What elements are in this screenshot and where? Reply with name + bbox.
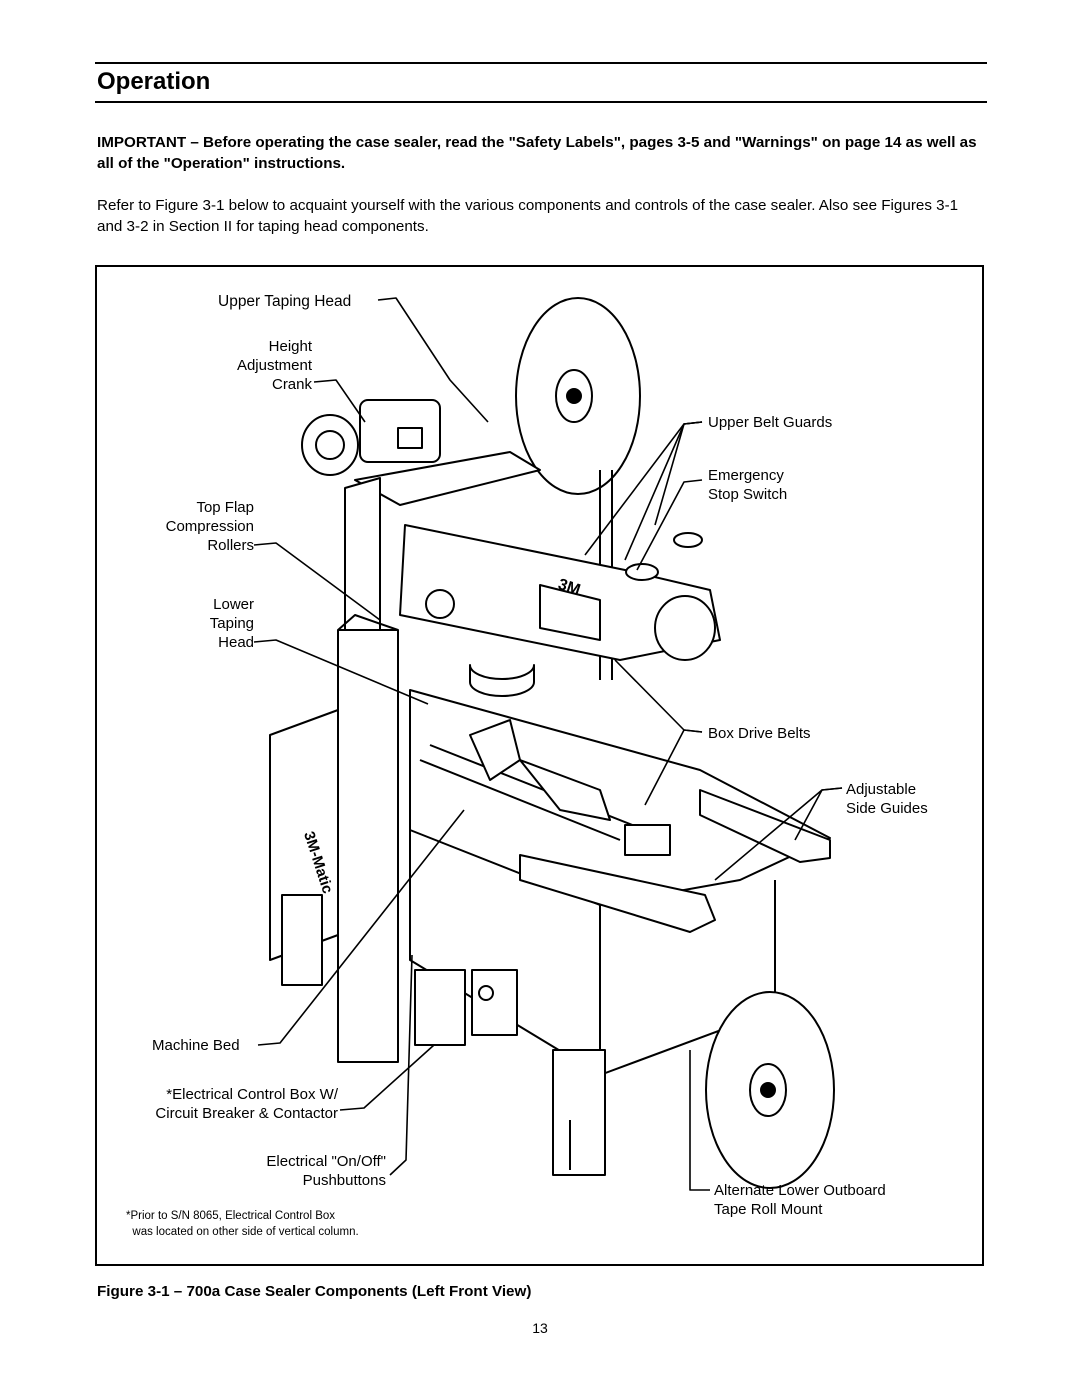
label-alternate-tape-roll-mount: Alternate Lower Outboard Tape Roll Mount: [714, 1182, 886, 1218]
page-number: 13: [532, 1320, 548, 1336]
label-upper-belt-guards: Upper Belt Guards: [708, 414, 833, 431]
lower-taping-head: [469, 719, 611, 821]
footnote-prior-sn: *Prior to S/N 8065, Electrical Control B…: [126, 1210, 359, 1238]
intro-paragraph: Refer to Figure 3-1 below to acquaint yo…: [97, 197, 959, 235]
label-upper-taping-head: Upper Taping Head: [218, 293, 352, 310]
upper-tape-roll: [515, 297, 641, 495]
label-lower-taping-head: Lower Taping Head: [209, 596, 254, 651]
important-notice: IMPORTANT – Before operating the case se…: [97, 134, 977, 172]
motor-housing: [301, 399, 441, 476]
section-title: Operation: [97, 68, 211, 95]
vertical-column: [337, 614, 399, 1063]
left-side-housing: [269, 709, 339, 986]
left-leader-lines: [253, 297, 489, 1176]
label-electrical-control-box: *Electrical Control Box W/ Circuit Break…: [155, 1086, 338, 1122]
label-box-drive-belts: Box Drive Belts: [708, 725, 811, 742]
label-machine-bed: Machine Bed: [152, 1037, 240, 1054]
right-leader-lines: [584, 421, 843, 1191]
figure-caption: Figure 3-1 – 700a Case Sealer Components…: [97, 1283, 532, 1300]
label-electrical-pushbuttons: Electrical "On/Off" Pushbuttons: [266, 1153, 386, 1189]
label-emergency-stop-switch: Emergency Stop Switch: [708, 467, 788, 503]
machine-legs: [552, 1049, 606, 1176]
label-top-flap-compression-rollers: Top Flap Compression Rollers: [165, 499, 254, 554]
label-adjustable-side-guides: Adjustable Side Guides: [846, 781, 928, 817]
title-top-rule: [95, 62, 987, 64]
alternate-tape-roll: [705, 991, 835, 1189]
side-guides: [519, 789, 831, 933]
electrical-control-box: [414, 969, 518, 1046]
upper-belt-guard: [399, 524, 721, 697]
title-bottom-rule: [95, 101, 987, 103]
figure-frame: [95, 265, 984, 1266]
label-height-adjustment-crank: Height Adjustment Crank: [236, 338, 312, 393]
